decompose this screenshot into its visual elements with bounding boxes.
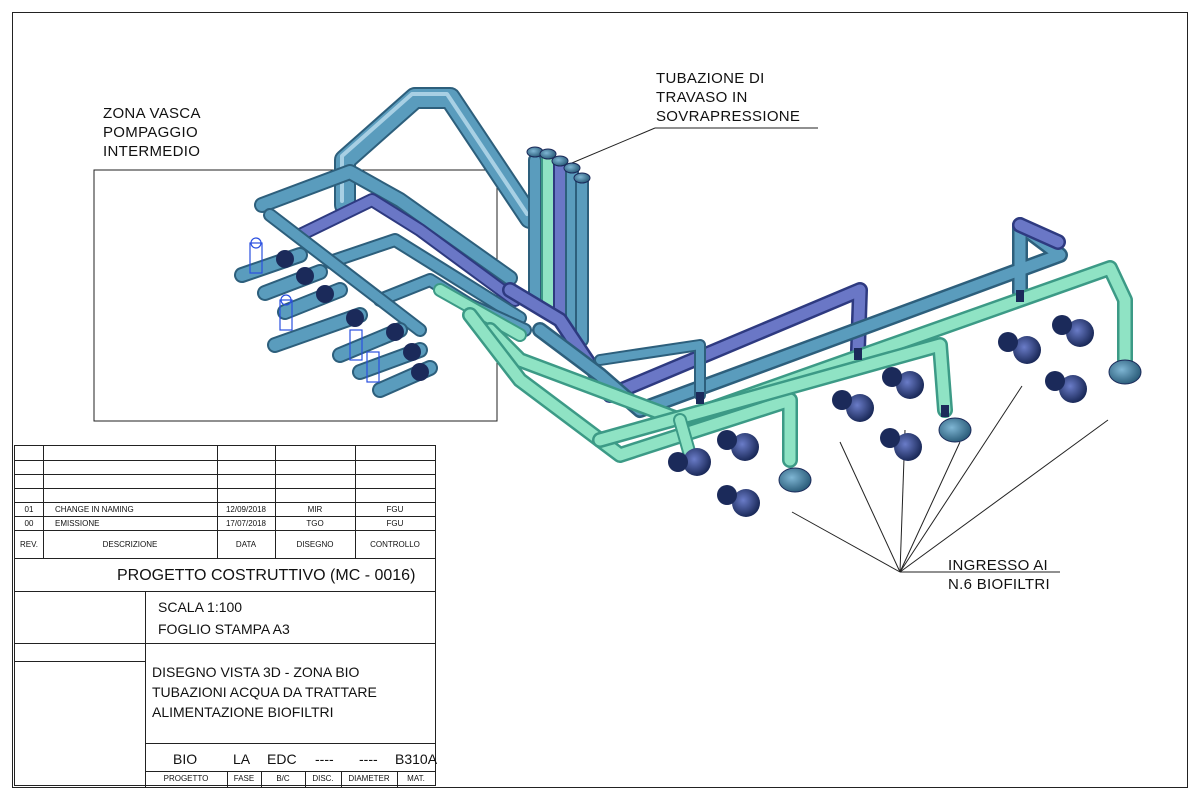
title-block: 01 CHANGE IN NAMING 12/09/2018 MIR FGU 0… bbox=[14, 445, 438, 787]
label-line: N.6 BIOFILTRI bbox=[948, 576, 1050, 593]
rev-01-number: 01 bbox=[24, 505, 34, 514]
label-tubazione: TUBAZIONE DI TRAVASO IN SOVRAPRESSIONE bbox=[656, 69, 800, 126]
header-rev: REV. bbox=[20, 540, 38, 549]
project-title: PROGETTO COSTRUTTIVO (MC - 0016) bbox=[117, 567, 416, 584]
rev-01-drawn: MIR bbox=[307, 505, 323, 514]
code-header-project: PROGETTO bbox=[163, 774, 209, 783]
label-line: INGRESSO AI bbox=[948, 557, 1048, 574]
code-header-phase: FASE bbox=[233, 774, 255, 783]
label-line: SOVRAPRESSIONE bbox=[656, 108, 801, 125]
valve-group-3 bbox=[998, 315, 1142, 403]
riser-manifold bbox=[528, 151, 589, 347]
header-checked: CONTROLLO bbox=[370, 540, 420, 549]
valve-group-1 bbox=[668, 430, 812, 517]
riser-caps bbox=[526, 146, 591, 184]
pump-suction-stubs bbox=[234, 247, 438, 398]
rev-00-number: 00 bbox=[24, 519, 34, 528]
header-description: DESCRIZIONE bbox=[102, 540, 158, 549]
valve-group-2 bbox=[832, 367, 972, 461]
code-project: BIO bbox=[173, 751, 198, 767]
code-header-material: MAT. bbox=[407, 774, 425, 783]
pump-zone-headers bbox=[254, 164, 532, 342]
drawing-frame bbox=[12, 12, 1188, 788]
label-line: POMPAGGIO bbox=[103, 124, 198, 141]
rev-00-description: EMISSIONE bbox=[55, 519, 100, 528]
drawing-title-line-3: ALIMENTAZIONE BIOFILTRI bbox=[152, 704, 334, 720]
code-diameter: ---- bbox=[359, 751, 378, 767]
header-drawn: DISEGNO bbox=[296, 540, 334, 549]
code-header-bc: B/C bbox=[276, 774, 290, 783]
drawing-title-line-2: TUBAZIONI ACQUA DA TRATTARE bbox=[152, 684, 377, 700]
label-zona-vasca: ZONA VASCA POMPAGGIO INTERMEDIO bbox=[103, 104, 201, 161]
code-bc: EDC bbox=[267, 751, 297, 767]
biofilter-valves bbox=[668, 290, 1142, 517]
drawing-title-line-1: DISEGNO VISTA 3D - ZONA BIO bbox=[152, 664, 360, 680]
code-header-diameter: DIAMETER bbox=[348, 774, 390, 783]
distribution-pipes bbox=[462, 217, 1133, 468]
code-phase: LA bbox=[233, 751, 251, 767]
pipe-supports bbox=[696, 290, 1024, 417]
scale: SCALA 1:100 bbox=[158, 599, 243, 615]
label-line: INTERMEDIO bbox=[103, 143, 201, 160]
rev-01-date: 12/09/2018 bbox=[225, 505, 267, 514]
label-line: TRAVASO IN bbox=[656, 89, 748, 106]
print-sheet: FOGLIO STAMPA A3 bbox=[158, 621, 290, 637]
rev-00-checked: FGU bbox=[386, 519, 404, 528]
rev-00-date: 17/07/2018 bbox=[225, 519, 267, 528]
label-line: ZONA VASCA bbox=[103, 105, 201, 122]
code-header-disc: DISC. bbox=[312, 774, 334, 783]
rev-00-drawn: TGO bbox=[306, 519, 324, 528]
rev-01-description: CHANGE IN NAMING bbox=[55, 505, 134, 514]
code-material: B310A bbox=[395, 751, 438, 767]
label-ingresso: INGRESSO AI N.6 BIOFILTRI bbox=[948, 556, 1050, 594]
pump-blue-supports bbox=[249, 237, 380, 383]
header-date: DATA bbox=[235, 540, 257, 549]
label-line: TUBAZIONE DI bbox=[656, 70, 765, 87]
code-disc: ---- bbox=[315, 751, 334, 767]
pump-valves bbox=[276, 250, 429, 381]
rev-01-checked: FGU bbox=[386, 505, 404, 514]
